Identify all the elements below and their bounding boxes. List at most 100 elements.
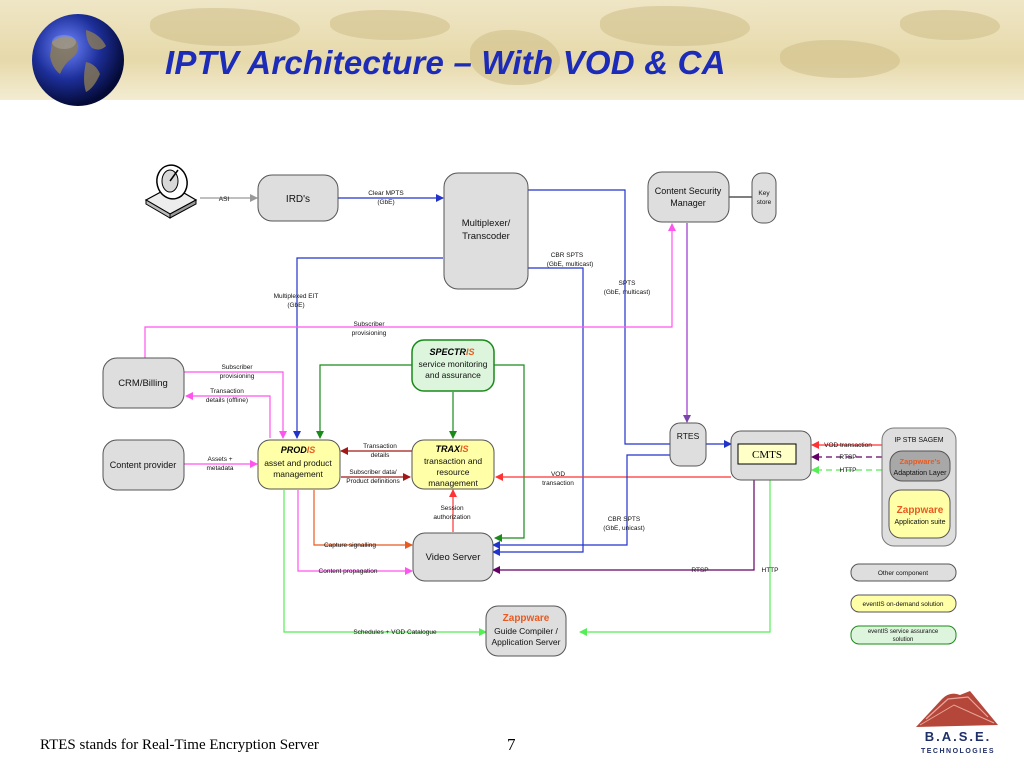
svg-text:TRAXIS: TRAXIS bbox=[435, 444, 468, 454]
label-vod-trans-2: transaction bbox=[542, 480, 574, 487]
svg-text:Content provider: Content provider bbox=[110, 460, 177, 470]
edge-spts bbox=[528, 189, 732, 448]
label-sub-prov-top-2: provisioning bbox=[352, 330, 387, 337]
rtes-node: RTES bbox=[669, 422, 707, 467]
label-sub-prov-top: Subscriber bbox=[353, 321, 385, 328]
label-asi: ASI bbox=[219, 196, 230, 203]
edge-spectris-video bbox=[494, 364, 525, 542]
svg-text:Content Security: Content Security bbox=[655, 186, 722, 196]
label-assets: Assets + bbox=[207, 456, 232, 463]
svg-text:Video Server: Video Server bbox=[426, 552, 481, 563]
label-cbr-spts-mc-2: (GbE, multicast) bbox=[547, 261, 594, 268]
svg-text:IRD's: IRD's bbox=[286, 194, 310, 205]
spectris-node: SPECTRIS service monitoring and assuranc… bbox=[411, 339, 495, 392]
svg-text:Application Server: Application Server bbox=[492, 637, 561, 647]
label-clear-mpts-2: (GbE) bbox=[377, 199, 394, 206]
svg-text:Key: Key bbox=[758, 190, 770, 197]
svg-text:Zappware's: Zappware's bbox=[900, 457, 941, 466]
label-spts: SPTS bbox=[619, 280, 637, 287]
label-spts-2: (GbE, multicast) bbox=[604, 289, 651, 296]
svg-text:store: store bbox=[757, 199, 772, 206]
edge-multiplexed-eit bbox=[293, 257, 443, 439]
svg-text:and assurance: and assurance bbox=[425, 370, 481, 380]
svg-text:resource: resource bbox=[436, 467, 469, 477]
edge-capture-signalling bbox=[313, 490, 413, 549]
svg-text:management: management bbox=[273, 469, 323, 479]
label-stb-vod: VOD transaction bbox=[824, 442, 872, 449]
svg-text:TECHNOLOGIES: TECHNOLOGIES bbox=[921, 748, 995, 755]
svg-text:B.A.S.E.: B.A.S.E. bbox=[925, 729, 992, 744]
svg-text:transaction and: transaction and bbox=[424, 456, 482, 466]
edge-content-propagation bbox=[297, 490, 413, 575]
edge-cbr-spts-unicast bbox=[492, 454, 670, 549]
guide-compiler-node: Zappware Guide Compiler / Application Se… bbox=[485, 605, 567, 657]
label-cbr-spts-uc-2: (GbE, unicast) bbox=[603, 525, 645, 532]
ip-stb-node: IP STB SAGEM Zappware's Adaptation Layer… bbox=[881, 427, 957, 547]
content-provider-node: Content provider bbox=[102, 439, 185, 491]
svg-text:asset and product: asset and product bbox=[264, 458, 332, 468]
svg-text:Guide Compiler /: Guide Compiler / bbox=[494, 626, 558, 636]
label-trans-offline: Transaction bbox=[210, 388, 244, 395]
label-schedules: Schedules + VOD Catalogue bbox=[353, 629, 437, 636]
svg-text:Adaptation Layer: Adaptation Layer bbox=[894, 470, 948, 477]
label-rtsp: RTSP bbox=[691, 567, 708, 574]
edge-cbr-spts-multicast bbox=[492, 267, 584, 556]
globe-icon bbox=[32, 14, 124, 106]
label-assets-2: metadata bbox=[206, 465, 233, 472]
label-multiplexed-eit: Multiplexed EIT bbox=[274, 293, 319, 300]
label-http: HTTP bbox=[762, 567, 779, 574]
edge-transaction-offline bbox=[185, 392, 271, 438]
label-session-auth-2: authorization bbox=[433, 514, 471, 521]
label-stb-rtsp: RTSP bbox=[839, 454, 856, 461]
svg-text:SPECTRIS: SPECTRIS bbox=[429, 347, 474, 357]
label-cbr-spts-uc: CBR SPTS bbox=[608, 516, 641, 523]
label-trans-offline-2: details (offline) bbox=[206, 397, 248, 404]
edge-schedules bbox=[283, 490, 487, 636]
label-propagation: Content propagation bbox=[319, 568, 378, 575]
header-band bbox=[0, 0, 1024, 100]
footnote: RTES stands for Real-Time Encryption Ser… bbox=[40, 737, 319, 753]
legend-on-demand bbox=[850, 594, 957, 613]
svg-text:PRODIS: PRODIS bbox=[281, 445, 316, 455]
svg-text:RTES: RTES bbox=[677, 431, 700, 441]
legend-service-assurance bbox=[850, 625, 957, 645]
label-sub-prov-2: provisioning bbox=[220, 373, 255, 380]
svg-text:Manager: Manager bbox=[670, 198, 706, 208]
label-clear-mpts: Clear MPTS bbox=[368, 190, 404, 197]
label-vod-trans: VOD bbox=[551, 471, 565, 478]
cmts-node: CMTS bbox=[730, 430, 812, 481]
ird-node: IRD's bbox=[257, 174, 339, 222]
svg-text:Other component: Other component bbox=[878, 570, 928, 577]
svg-text:eventIS service assurance: eventIS service assurance bbox=[868, 629, 939, 635]
video-server-node: Video Server bbox=[412, 532, 494, 582]
edge-http bbox=[579, 480, 771, 636]
legend: Other component eventIS on-demand soluti… bbox=[850, 563, 957, 645]
svg-text:solution: solution bbox=[893, 637, 914, 643]
label-sub-prov: Subscriber bbox=[221, 364, 253, 371]
label-trans-details: Transaction bbox=[363, 443, 397, 450]
edge-subscriber-provisioning-top bbox=[144, 223, 676, 358]
base-technologies-logo: B.A.S.E. TECHNOLOGIES bbox=[916, 691, 998, 755]
label-capture: Capture signalling bbox=[324, 542, 376, 549]
multiplexer-transcoder-node: Multiplexer/ Transcoder bbox=[443, 172, 529, 290]
svg-text:management: management bbox=[428, 478, 478, 488]
edge-subscriber-provisioning bbox=[184, 371, 287, 439]
svg-text:Multiplexer/: Multiplexer/ bbox=[462, 218, 511, 229]
svg-text:IP STB SAGEM: IP STB SAGEM bbox=[894, 437, 943, 444]
crm-billing-node: CRM/Billing bbox=[102, 357, 185, 409]
label-session-auth: Session bbox=[440, 505, 464, 512]
label-trans-details-2: details bbox=[371, 452, 391, 459]
label-cbr-spts-mc: CBR SPTS bbox=[551, 252, 584, 259]
svg-text:CRM/Billing: CRM/Billing bbox=[118, 378, 168, 389]
page-number: 7 bbox=[507, 735, 516, 754]
content-security-manager-node: Content Security Manager bbox=[647, 171, 730, 223]
svg-text:service monitoring: service monitoring bbox=[419, 359, 488, 369]
label-stb-http: HTTP bbox=[840, 467, 857, 474]
page-title: IPTV Architecture – With VOD & CA bbox=[165, 44, 726, 81]
prodis-node: PRODIS asset and product management bbox=[257, 439, 341, 490]
label-sub-data-2: Product definitions bbox=[346, 478, 400, 485]
satellite-dish-icon bbox=[144, 164, 198, 219]
svg-text:Application suite: Application suite bbox=[895, 519, 946, 526]
edge-rtsp bbox=[492, 480, 755, 574]
label-multiplexed-eit-2: (GbE) bbox=[287, 302, 304, 309]
